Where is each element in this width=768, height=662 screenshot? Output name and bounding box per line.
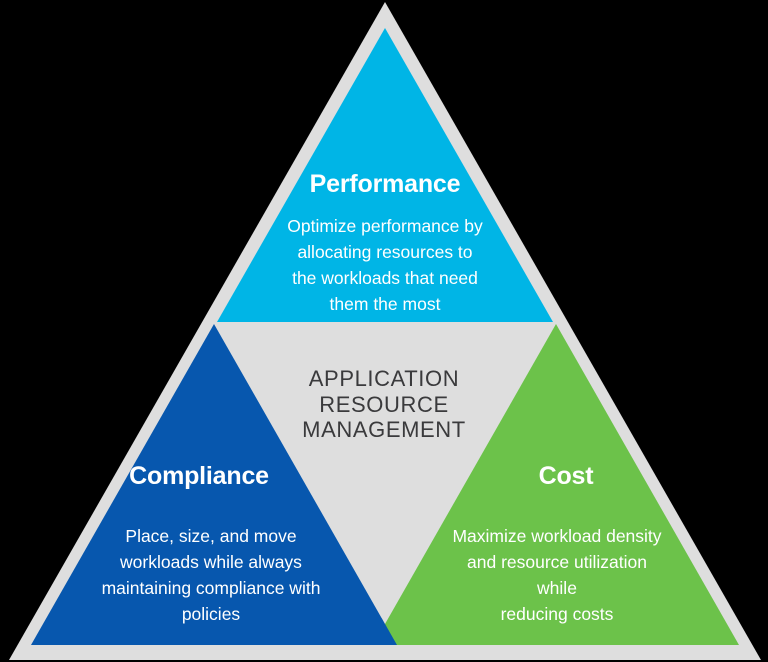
cost-description: Maximize workload density and resource u… [452, 526, 662, 624]
compliance-description: Place, size, and move workloads while al… [101, 526, 321, 624]
cost-triangle [373, 324, 739, 645]
performance-title: Performance [309, 170, 461, 198]
compliance-title: Compliance [129, 462, 269, 490]
compliance-triangle [31, 324, 397, 645]
cost-title: Cost [538, 462, 594, 490]
performance-triangle [217, 28, 553, 322]
performance-description: Optimize performance by allocating resou… [287, 216, 483, 314]
center-title: APPLICATION RESOURCE MANAGEMENT [302, 366, 466, 442]
